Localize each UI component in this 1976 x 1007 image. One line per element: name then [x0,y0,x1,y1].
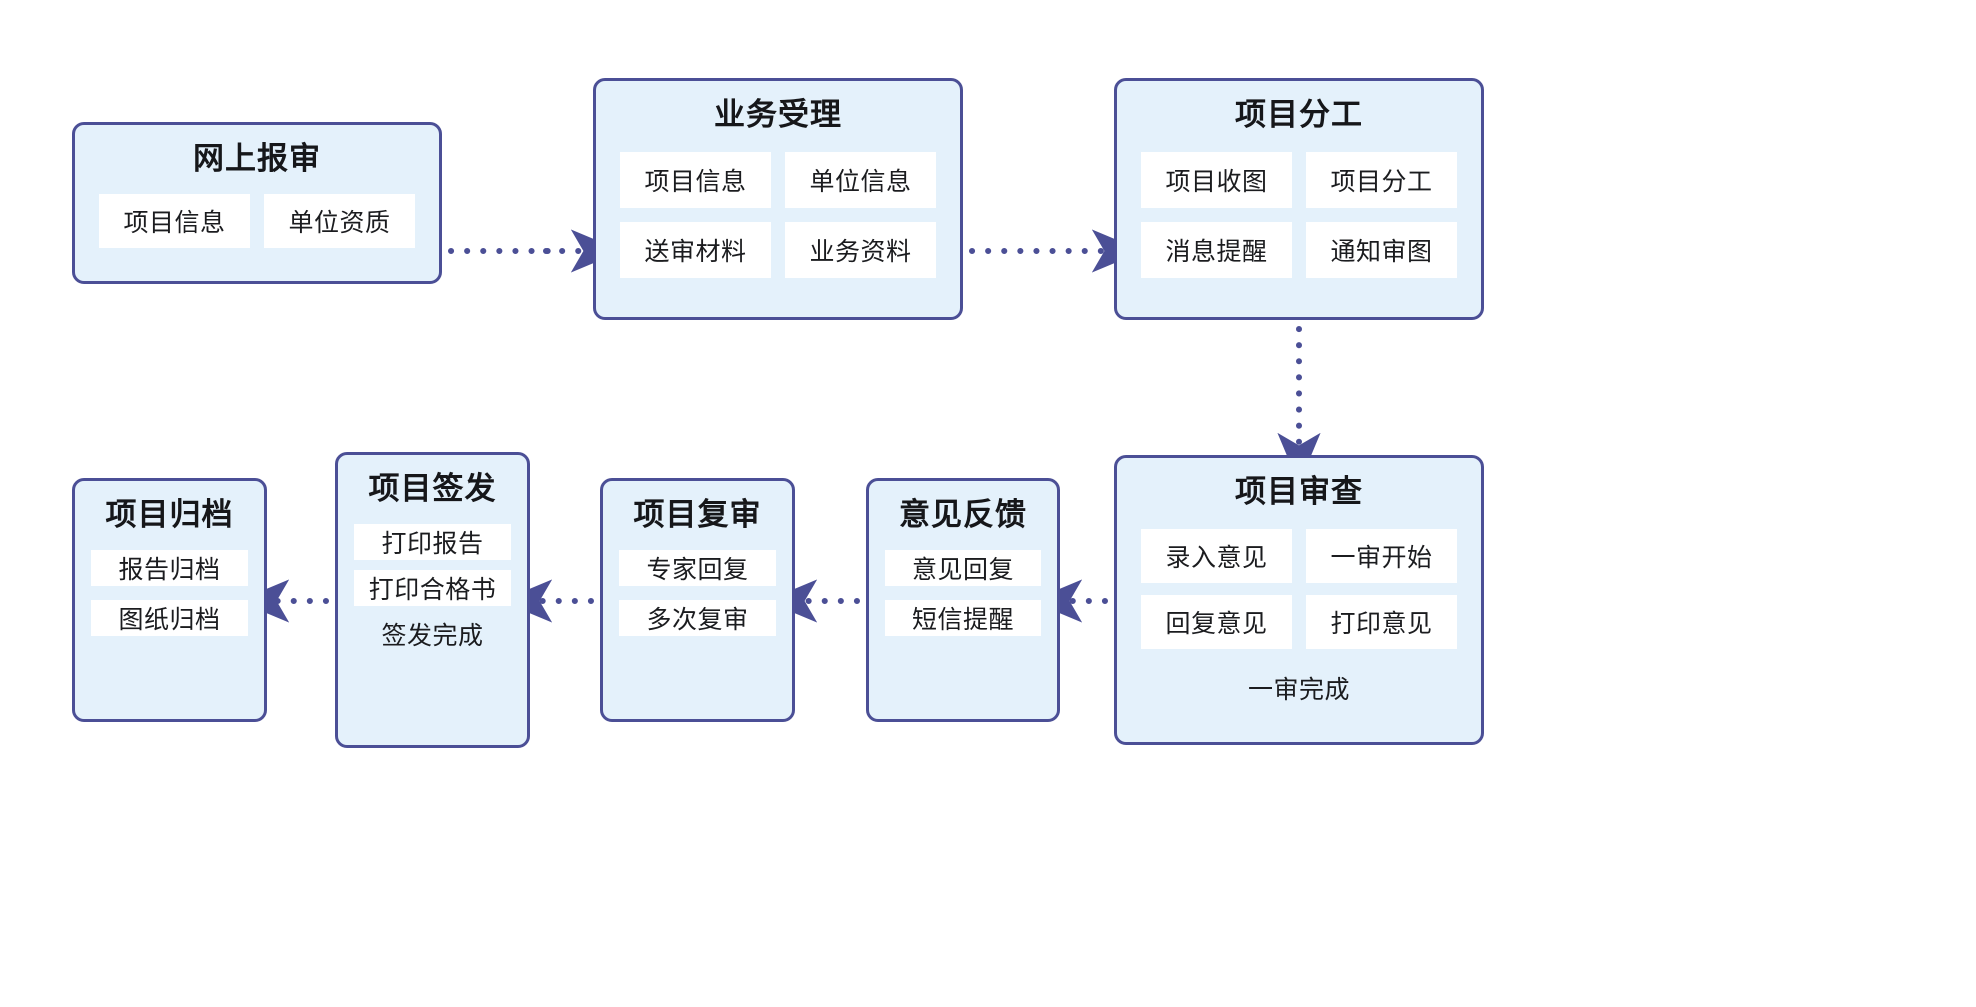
chip-item[interactable]: 回复意见 [1141,595,1292,649]
chip-item[interactable]: 通知审图 [1306,222,1457,278]
chip-item[interactable]: 报告归档 [91,550,248,586]
chip-grid: 项目信息 单位资质 [99,194,415,248]
node-title: 网上报审 [193,141,321,176]
chip-item[interactable]: 单位信息 [785,152,936,208]
chip-row: 送审材料 业务资料 [620,222,936,278]
node-title: 项目签发 [368,471,497,506]
chip-grid: 项目信息 单位信息 送审材料 业务资料 [620,152,936,278]
chip-item[interactable]: 图纸归档 [91,600,248,636]
node-title: 项目归档 [105,497,234,532]
chip-footer-label: 一审完成 [1247,676,1350,704]
chip-item[interactable]: 打印合格书 [354,570,511,606]
chip-item[interactable]: 录入意见 [1141,529,1292,583]
chip-item[interactable]: 消息提醒 [1141,222,1292,278]
node-title: 项目复审 [633,497,762,532]
chip-item[interactable]: 专家回复 [619,550,776,586]
chip-item[interactable]: 意见回复 [885,550,1041,586]
node-title: 业务受理 [714,97,842,132]
chip-row: 消息提醒 通知审图 [1141,222,1457,278]
chip-grid: 项目收图 项目分工 消息提醒 通知审图 [1141,152,1457,278]
chip-row: 项目信息 单位资质 [99,194,415,248]
node-xiangmu-fengong[interactable]: 项目分工 项目收图 项目分工 消息提醒 通知审图 [1114,78,1484,320]
node-xiangmu-guidang[interactable]: 项目归档 报告归档 图纸归档 [72,478,267,722]
chip-item[interactable]: 打印意见 [1306,595,1457,649]
chip-item[interactable]: 多次复审 [619,600,776,636]
node-yijian-fankui[interactable]: 意见反馈 意见回复 短信提醒 [866,478,1060,722]
chip-grid: 打印报告 打印合格书 签发完成 [354,524,511,652]
chip-row: 录入意见 一审开始 [1141,529,1457,583]
node-wangshang-baoshen[interactable]: 网上报审 项目信息 单位资质 [72,122,442,284]
chip-item[interactable]: 项目收图 [1141,152,1292,208]
chip-footer-label: 签发完成 [381,622,484,650]
node-title: 意见反馈 [899,497,1027,532]
chip-item[interactable]: 业务资料 [785,222,936,278]
chip-item[interactable]: 一审开始 [1306,529,1457,583]
chip-item[interactable]: 短信提醒 [885,600,1041,636]
chip-item[interactable]: 送审材料 [620,222,771,278]
chip-grid: 专家回复 多次复审 [619,550,776,636]
chip-grid: 意见回复 短信提醒 [885,550,1041,636]
chip-grid: 录入意见 一审开始 回复意见 打印意见 一审完成 [1141,529,1457,715]
node-title: 项目分工 [1235,97,1363,132]
node-title: 项目审查 [1235,474,1363,509]
node-xiangmu-qianfa[interactable]: 项目签发 打印报告 打印合格书 签发完成 [335,452,530,748]
chip-item[interactable]: 项目信息 [99,194,250,248]
chip-item[interactable]: 单位资质 [264,194,415,248]
chip-row: 回复意见 打印意见 [1141,595,1457,649]
chip-row: 一审完成 [1141,661,1457,715]
chip-grid: 报告归档 图纸归档 [91,550,248,636]
node-xiangmu-shencha[interactable]: 项目审查 录入意见 一审开始 回复意见 打印意见 一审完成 [1114,455,1484,745]
chip-row: 项目收图 项目分工 [1141,152,1457,208]
chip-item[interactable]: 项目分工 [1306,152,1457,208]
node-yewu-shouli[interactable]: 业务受理 项目信息 单位信息 送审材料 业务资料 [593,78,963,320]
chip-item[interactable]: 项目信息 [620,152,771,208]
node-xiangmu-fushen[interactable]: 项目复审 专家回复 多次复审 [600,478,795,722]
chip-item[interactable]: 打印报告 [354,524,511,560]
chip-row: 项目信息 单位信息 [620,152,936,208]
